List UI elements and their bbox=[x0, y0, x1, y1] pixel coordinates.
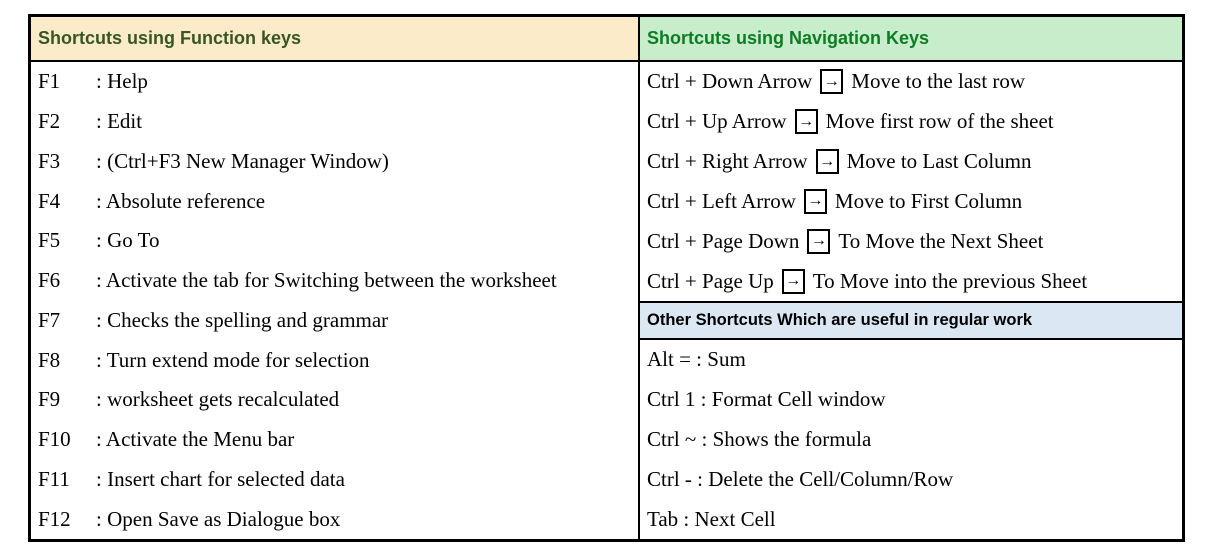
function-key-label: F6 bbox=[38, 268, 61, 293]
navigation-shortcut-row: Ctrl + Page Up → To Move into the previous… bbox=[640, 261, 1182, 301]
navigation-keys-label: Ctrl + Page Down bbox=[647, 228, 800, 253]
function-key-row: F11 : Insert chart for selected data bbox=[31, 460, 638, 500]
navigation-keys-column: Shortcuts using Navigation Keys Ctrl + D… bbox=[640, 17, 1182, 539]
function-key-description: : Help bbox=[96, 69, 148, 94]
function-key-row: F9 : worksheet gets recalculated bbox=[31, 380, 638, 420]
function-key-description: : Activate the tab for Switching between… bbox=[96, 268, 557, 293]
navigation-keys-header: Shortcuts using Navigation Keys bbox=[640, 17, 1182, 62]
function-key-row: F5 : Go To bbox=[31, 221, 638, 261]
other-shortcuts-header: Other Shortcuts Which are useful in regu… bbox=[640, 301, 1182, 340]
navigation-description: Move first row of the sheet bbox=[825, 109, 1054, 134]
other-shortcut-text: Tab : Next Cell bbox=[647, 506, 776, 531]
navigation-keys-label: Ctrl + Page Up bbox=[647, 268, 774, 293]
function-key-label: F7 bbox=[38, 307, 61, 332]
right-arrow-icon: → bbox=[781, 268, 805, 294]
navigation-description: Move to the last row bbox=[851, 69, 1026, 94]
function-key-row: F12 : Open Save as Dialogue box bbox=[31, 499, 638, 539]
function-key-label: F3 bbox=[38, 148, 61, 173]
function-key-label: F2 bbox=[38, 109, 61, 134]
function-key-description: : (Ctrl+F3 New Manager Window) bbox=[96, 148, 389, 173]
other-shortcut-text: Ctrl ~ : Shows the formula bbox=[647, 426, 872, 451]
right-arrow-icon: → bbox=[820, 69, 844, 95]
function-key-label: F4 bbox=[38, 188, 61, 213]
navigation-shortcut-row: Ctrl + Down Arrow → Move to the last row bbox=[640, 62, 1182, 102]
navigation-description: Move to First Column bbox=[834, 188, 1023, 213]
navigation-keys-header-label: Shortcuts using Navigation Keys bbox=[647, 28, 930, 48]
right-arrow-icon: → bbox=[807, 228, 831, 254]
other-shortcut-row: Ctrl - : Delete the Cell/Column/Row bbox=[640, 459, 1182, 499]
navigation-keys-label: Ctrl + Down Arrow bbox=[647, 69, 813, 94]
function-key-row: F8 : Turn extend mode for selection bbox=[31, 340, 638, 380]
navigation-keys-label: Ctrl + Right Arrow bbox=[647, 149, 808, 174]
function-key-description: : Insert chart for selected data bbox=[96, 466, 345, 491]
function-key-description: : worksheet gets recalculated bbox=[96, 387, 340, 412]
navigation-shortcut-row: Ctrl + Right Arrow → Move to Last Column bbox=[640, 142, 1182, 182]
right-arrow-icon: → bbox=[815, 149, 839, 175]
navigation-description: To Move into the previous Sheet bbox=[812, 268, 1088, 293]
function-key-row: F2 : Edit bbox=[31, 102, 638, 142]
other-shortcut-text: Alt = : Sum bbox=[647, 347, 746, 372]
other-shortcut-row: Tab : Next Cell bbox=[640, 499, 1182, 539]
function-key-label: F1 bbox=[38, 69, 61, 94]
function-key-description: : Go To bbox=[96, 228, 160, 253]
other-shortcut-row: Alt = : Sum bbox=[640, 340, 1182, 380]
function-key-description: : Absolute reference bbox=[96, 188, 266, 213]
function-key-row: F7 : Checks the spelling and grammar bbox=[31, 301, 638, 341]
function-key-label: F8 bbox=[38, 347, 61, 372]
other-shortcut-text: Ctrl 1 : Format Cell window bbox=[647, 387, 886, 412]
navigation-description: Move to Last Column bbox=[846, 149, 1032, 174]
function-key-row: F6 : Activate the tab for Switching betwe… bbox=[31, 261, 638, 301]
function-key-description: : Activate the Menu bar bbox=[96, 427, 295, 452]
right-arrow-icon: → bbox=[803, 188, 827, 214]
function-keys-header: Shortcuts using Function keys bbox=[31, 17, 638, 62]
right-arrow-icon: → bbox=[794, 109, 818, 135]
navigation-shortcut-row: Ctrl + Left Arrow → Move to First Column bbox=[640, 181, 1182, 221]
function-key-row: F3 : (Ctrl+F3 New Manager Window) bbox=[31, 142, 638, 182]
navigation-keys-label: Ctrl + Up Arrow bbox=[647, 109, 787, 134]
function-key-row: F1 : Help bbox=[31, 62, 638, 102]
function-key-description: : Checks the spelling and grammar bbox=[96, 307, 389, 332]
function-key-label: F12 bbox=[38, 506, 71, 531]
function-key-row: F4 : Absolute reference bbox=[31, 181, 638, 221]
function-keys-header-label: Shortcuts using Function keys bbox=[38, 28, 302, 48]
function-key-description: : Open Save as Dialogue box bbox=[96, 506, 341, 531]
other-shortcut-row: Ctrl ~ : Shows the formula bbox=[640, 420, 1182, 460]
function-key-label: F11 bbox=[38, 466, 70, 491]
function-key-description: : Edit bbox=[96, 109, 143, 134]
navigation-shortcut-row: Ctrl + Up Arrow → Move first row of the sh… bbox=[640, 102, 1182, 142]
function-key-label: F10 bbox=[38, 427, 71, 452]
navigation-shortcut-row: Ctrl + Page Down → To Move the Next Sheet bbox=[640, 221, 1182, 261]
other-shortcut-text: Ctrl - : Delete the Cell/Column/Row bbox=[647, 466, 954, 491]
function-key-row: F10 : Activate the Menu bar bbox=[31, 420, 638, 460]
function-key-label: F9 bbox=[38, 387, 61, 412]
function-key-description: : Turn extend mode for selection bbox=[96, 347, 370, 372]
other-shortcut-row: Ctrl 1 : Format Cell window bbox=[640, 380, 1182, 420]
navigation-description: To Move the Next Sheet bbox=[838, 228, 1044, 253]
other-shortcuts-header-label: Other Shortcuts Which are useful in regu… bbox=[647, 311, 1033, 329]
function-key-label: F5 bbox=[38, 228, 61, 253]
navigation-keys-label: Ctrl + Left Arrow bbox=[647, 188, 796, 213]
